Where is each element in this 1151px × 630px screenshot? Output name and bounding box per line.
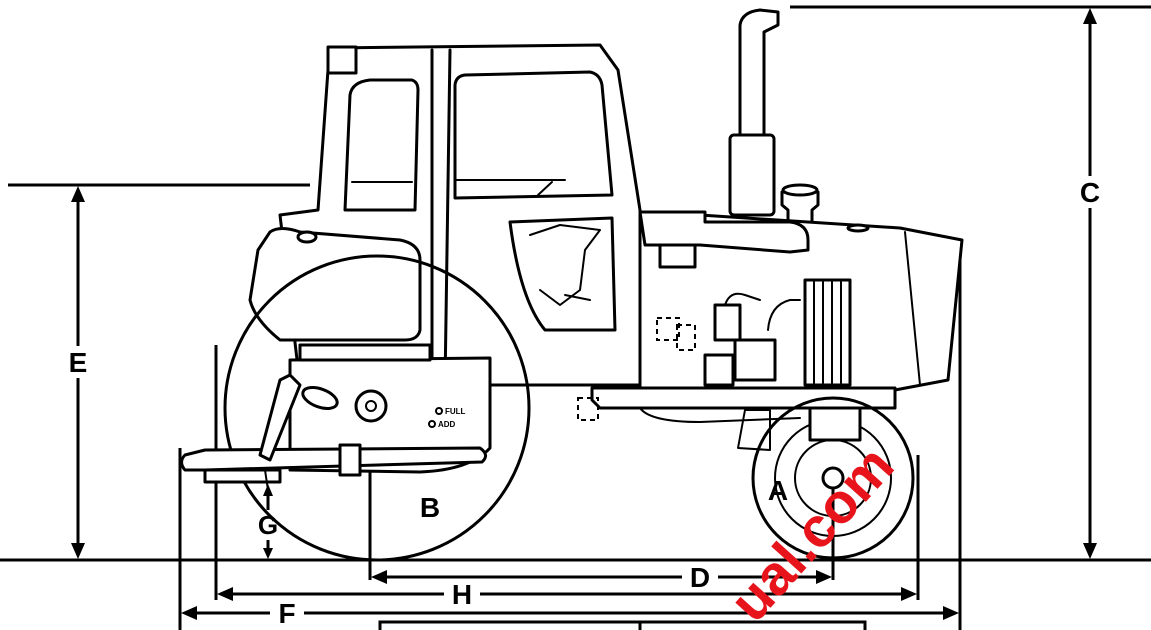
dimension-c-arrow-bottom — [1083, 543, 1097, 559]
hydraulic-block — [733, 338, 777, 382]
cab-door-edge — [443, 48, 452, 387]
three-point-hitch — [180, 373, 487, 491]
hidden-component-1 — [656, 317, 680, 341]
rear-window — [343, 78, 420, 212]
hidden-component-3 — [577, 397, 599, 421]
dimension-f-label-bg — [270, 598, 304, 628]
watermark: ual.com — [717, 434, 905, 630]
fender-light — [296, 230, 318, 244]
drawbar — [203, 468, 282, 484]
radiator — [803, 278, 852, 387]
dimension-h-label-bg — [444, 579, 480, 609]
bottom-frame — [378, 620, 867, 630]
dimension-h: H — [217, 579, 917, 610]
door-window-latch — [537, 181, 553, 196]
air-cleaner-cap — [781, 183, 819, 197]
fender — [248, 227, 422, 342]
intake-bracket — [658, 243, 697, 269]
front-axle-support — [639, 407, 801, 423]
dimension-g: G — [258, 484, 278, 559]
fuel-add-label: ADD — [438, 420, 456, 429]
dimension-d-arrow-right — [816, 570, 832, 584]
line-1 — [724, 292, 761, 306]
fuel-cap — [846, 223, 870, 233]
front-wheel — [737, 396, 915, 560]
seat — [529, 224, 601, 306]
rear-tire — [223, 254, 531, 562]
dimension-e-arrow-bottom — [71, 543, 85, 559]
dimension-c-arrow-top — [1083, 8, 1097, 24]
line-2 — [767, 299, 801, 331]
dimension-e-arrow-top — [71, 186, 85, 202]
top-link — [301, 386, 339, 410]
fuel-full-marker — [435, 407, 443, 415]
dimension-e-label-bg — [62, 346, 94, 378]
lift-arm — [258, 373, 302, 462]
drawbar-bracket — [338, 443, 362, 477]
dimension-h-arrow-right — [901, 587, 917, 601]
intake-pipe — [638, 210, 810, 254]
rear-wheel-label: B — [420, 492, 440, 523]
dimension-d-arrow-left — [371, 570, 387, 584]
dimension-f-arrow-left — [181, 606, 197, 620]
lower-link — [180, 446, 487, 472]
front-axle-hub — [821, 466, 845, 490]
rear-axle-hub — [354, 389, 388, 423]
grille-edge — [904, 231, 921, 386]
valve-body — [703, 353, 735, 387]
dimension-d: D — [371, 562, 832, 593]
front-wheel-label: A — [768, 475, 788, 506]
hidden-component-2 — [676, 324, 696, 351]
dimension-g-label: G — [258, 510, 278, 540]
dimension-h-label: H — [452, 579, 472, 610]
tractor-outline: FULL ADD — [180, 8, 964, 562]
dimension-f: F — [181, 598, 959, 629]
dimension-e: E — [62, 186, 94, 559]
dimension-d-label: D — [690, 562, 710, 593]
filter-housing — [713, 303, 742, 342]
dimension-c: C — [1074, 8, 1106, 559]
dimension-g-arrow-bottom — [263, 548, 273, 559]
dimension-f-arrow-right — [943, 606, 959, 620]
front-axle-support-bracket — [737, 409, 771, 451]
door-window — [453, 70, 614, 200]
rear-axle-center — [365, 400, 377, 412]
fuel-full-label: FULL — [445, 407, 466, 416]
dimension-d-label-bg — [682, 562, 718, 592]
reference-lines — [0, 5, 1151, 630]
dimension-e-label: E — [69, 347, 88, 378]
front-fender-bracket — [808, 406, 862, 442]
muffler — [728, 133, 776, 217]
front-tire — [751, 396, 915, 560]
frame-rail — [590, 386, 897, 410]
fuel-add-marker — [428, 420, 436, 428]
cab-roof-lip — [326, 45, 358, 75]
watermark-text: ual.com — [717, 434, 905, 630]
dimension-g-arrow-top — [263, 484, 273, 496]
engine-details — [656, 292, 801, 387]
housing-top — [298, 343, 432, 362]
dimension-f-label: F — [278, 598, 295, 629]
radiator-body — [803, 278, 852, 387]
dimension-c-label-bg — [1074, 176, 1106, 208]
dimension-h-arrow-left — [217, 587, 233, 601]
dimension-c-label: C — [1080, 177, 1100, 208]
seat-detail — [564, 294, 591, 301]
